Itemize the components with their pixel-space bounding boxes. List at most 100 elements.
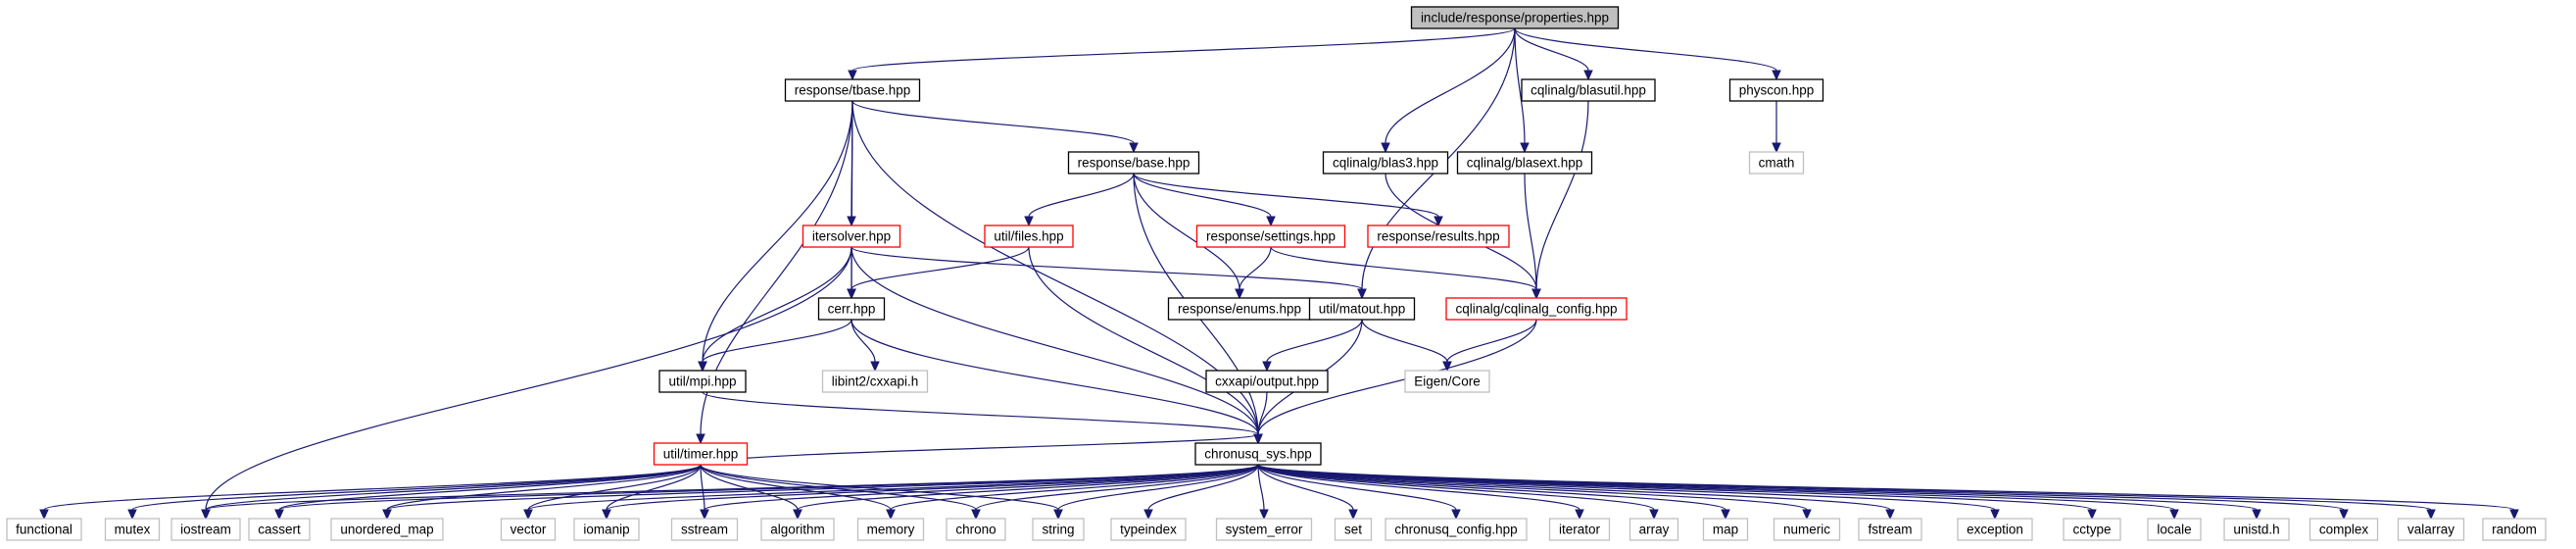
edge-matout-to-eigen [1361, 319, 1452, 373]
node-util-mpi-hpp[interactable]: util/mpi.hpp [658, 370, 747, 393]
edge-base-to-results [1133, 173, 1443, 227]
node-label: random [2492, 523, 2537, 537]
node-label: cassert [258, 523, 301, 537]
node-complex: complex [2309, 518, 2379, 541]
node-unistd-h: unistd.h [2223, 518, 2290, 541]
node-label: util/mpi.hpp [668, 374, 736, 389]
node-array: array [1628, 518, 1679, 541]
node-label: locale [2157, 523, 2191, 537]
node-label: algorithm [770, 523, 825, 537]
edge-sys-to-system_error [1257, 464, 1269, 521]
edge-root-to-blas3 [1381, 27, 1516, 154]
node-label: system_error [1226, 523, 1303, 537]
node-label: cqlinalg/blas3.hpp [1333, 156, 1438, 171]
node-label: fstream [1868, 523, 1912, 537]
node-label: physcon.hpp [1739, 83, 1815, 98]
node-iostream: iostream [170, 518, 241, 541]
node-iterator: iterator [1548, 518, 1611, 541]
node-map: map [1702, 518, 1749, 541]
node-label: memory [867, 523, 915, 537]
node-util-timer-hpp[interactable]: util/timer.hpp [653, 442, 749, 466]
node-physcon-hpp[interactable]: physcon.hpp [1728, 78, 1824, 102]
edge-sys-to-typeindex [1143, 464, 1259, 521]
node-label: libint2/cxxapi.h [832, 374, 919, 389]
edge-sys-to-cassert [274, 464, 1259, 521]
edge-timer-to-mutex [127, 464, 702, 521]
node-itersolver-hpp[interactable]: itersolver.hpp [802, 225, 901, 248]
edge-base-to-settings [1133, 173, 1276, 227]
node-response-tbase-hpp[interactable]: response/tbase.hpp [784, 78, 921, 102]
node-sstream: sstream [670, 518, 739, 541]
node-iomanip: iomanip [573, 518, 640, 541]
node-algorithm: algorithm [760, 518, 835, 541]
edge-cerr-to-mpi [698, 319, 852, 373]
node-label: numeric [1783, 523, 1830, 537]
node-exception: exception [1957, 518, 2033, 541]
edge-sys-to-sstream [700, 464, 1259, 521]
node-cxxapi-output-hpp[interactable]: cxxapi/output.hpp [1205, 370, 1329, 393]
edge-timer-to-functional [39, 464, 702, 521]
node-util-files-hpp[interactable]: util/files.hpp [984, 225, 1074, 248]
node-cmath: cmath [1748, 151, 1805, 175]
node-label: unistd.h [2233, 523, 2279, 537]
node-label: typeindex [1120, 523, 1177, 537]
node-label: response/tbase.hpp [795, 83, 911, 98]
node-label: util/timer.hpp [663, 447, 739, 462]
edge-root-to-tbase [848, 27, 1516, 81]
edge-tbase-to-base [851, 100, 1139, 154]
edge-matout-to-output [1262, 319, 1363, 373]
graph-edges [39, 27, 2519, 521]
edge-sys-to-memory [886, 464, 1259, 521]
node-label: string [1042, 523, 1074, 537]
node-cqlinalg-cqlinalg-config-hpp[interactable]: cqlinalg/cqlinalg_config.hpp [1445, 297, 1628, 321]
node-label: functional [16, 523, 73, 537]
node-cqlinalg-blasext-hpp[interactable]: cqlinalg/blasext.hpp [1456, 151, 1593, 175]
node-label: chronusq_config.hpp [1394, 523, 1517, 537]
node-label: response/enums.hpp [1178, 302, 1301, 317]
node-label: iostream [180, 523, 231, 537]
node-label: cerr.hpp [828, 302, 876, 317]
edge-timer-to-string [700, 464, 1063, 521]
node-response-settings-hpp[interactable]: response/settings.hpp [1195, 225, 1346, 248]
node-cerr-hpp[interactable]: cerr.hpp [817, 297, 886, 321]
edge-root-to-blasutil [1514, 27, 1593, 81]
node-label: cqlinalg/blasutil.hpp [1531, 83, 1646, 98]
node-label: sstream [681, 523, 728, 537]
node-label: cqlinalg/blasext.hpp [1467, 156, 1583, 171]
node-cctype: cctype [2063, 518, 2121, 541]
node-cassert: cassert [248, 518, 311, 541]
node-label: complex [2319, 523, 2369, 537]
node-label: util/matout.hpp [1319, 302, 1406, 317]
node-label: chronusq_sys.hpp [1204, 447, 1312, 462]
edge-itersolver-to-matout [851, 246, 1367, 300]
edge-sys-to-locale [1257, 464, 2179, 521]
node-label: map [1713, 523, 1738, 537]
node-response-base-hpp[interactable]: response/base.hpp [1067, 151, 1200, 175]
edge-files-to-cerr [847, 246, 1030, 300]
edge-itersolver-to-sys [851, 246, 1263, 445]
node-valarray: valarray [2397, 518, 2465, 541]
node-chronusq-config-hpp: chronusq_config.hpp [1385, 518, 1528, 541]
node-label: unordered_map [340, 523, 433, 537]
node-label: response/base.hpp [1078, 156, 1191, 171]
node-response-enums-hpp[interactable]: response/enums.hpp [1167, 297, 1312, 321]
node-label: chrono [955, 523, 996, 537]
node-label: cqlinalg/cqlinalg_config.hpp [1455, 302, 1617, 317]
node-mutex: mutex [104, 518, 161, 541]
node-util-matout-hpp[interactable]: util/matout.hpp [1308, 297, 1416, 321]
node-chronusq-sys-hpp[interactable]: chronusq_sys.hpp [1194, 442, 1322, 466]
edge-timer-to-sys [700, 433, 1263, 466]
edge-sys-to-map [1257, 464, 1730, 521]
node-cqlinalg-blasutil-hpp[interactable]: cqlinalg/blasutil.hpp [1521, 78, 1656, 102]
node-libint2-cxxapi-h: libint2/cxxapi.h [821, 370, 929, 393]
node-response-results-hpp[interactable]: response/results.hpp [1367, 225, 1510, 248]
node-label: cmath [1759, 156, 1795, 171]
edge-sys-to-chrono [971, 464, 1259, 521]
node-include-response-properties-hpp[interactable]: include/response/properties.hpp [1410, 6, 1620, 29]
edge-sys-to-unordered_map [382, 464, 1259, 521]
edge-sys-to-fstream [1257, 464, 1895, 521]
edge-sys-to-numeric [1257, 464, 1812, 521]
edge-config-to-eigen [1442, 319, 1537, 373]
node-cqlinalg-blas3-hpp[interactable]: cqlinalg/blas3.hpp [1322, 151, 1449, 175]
